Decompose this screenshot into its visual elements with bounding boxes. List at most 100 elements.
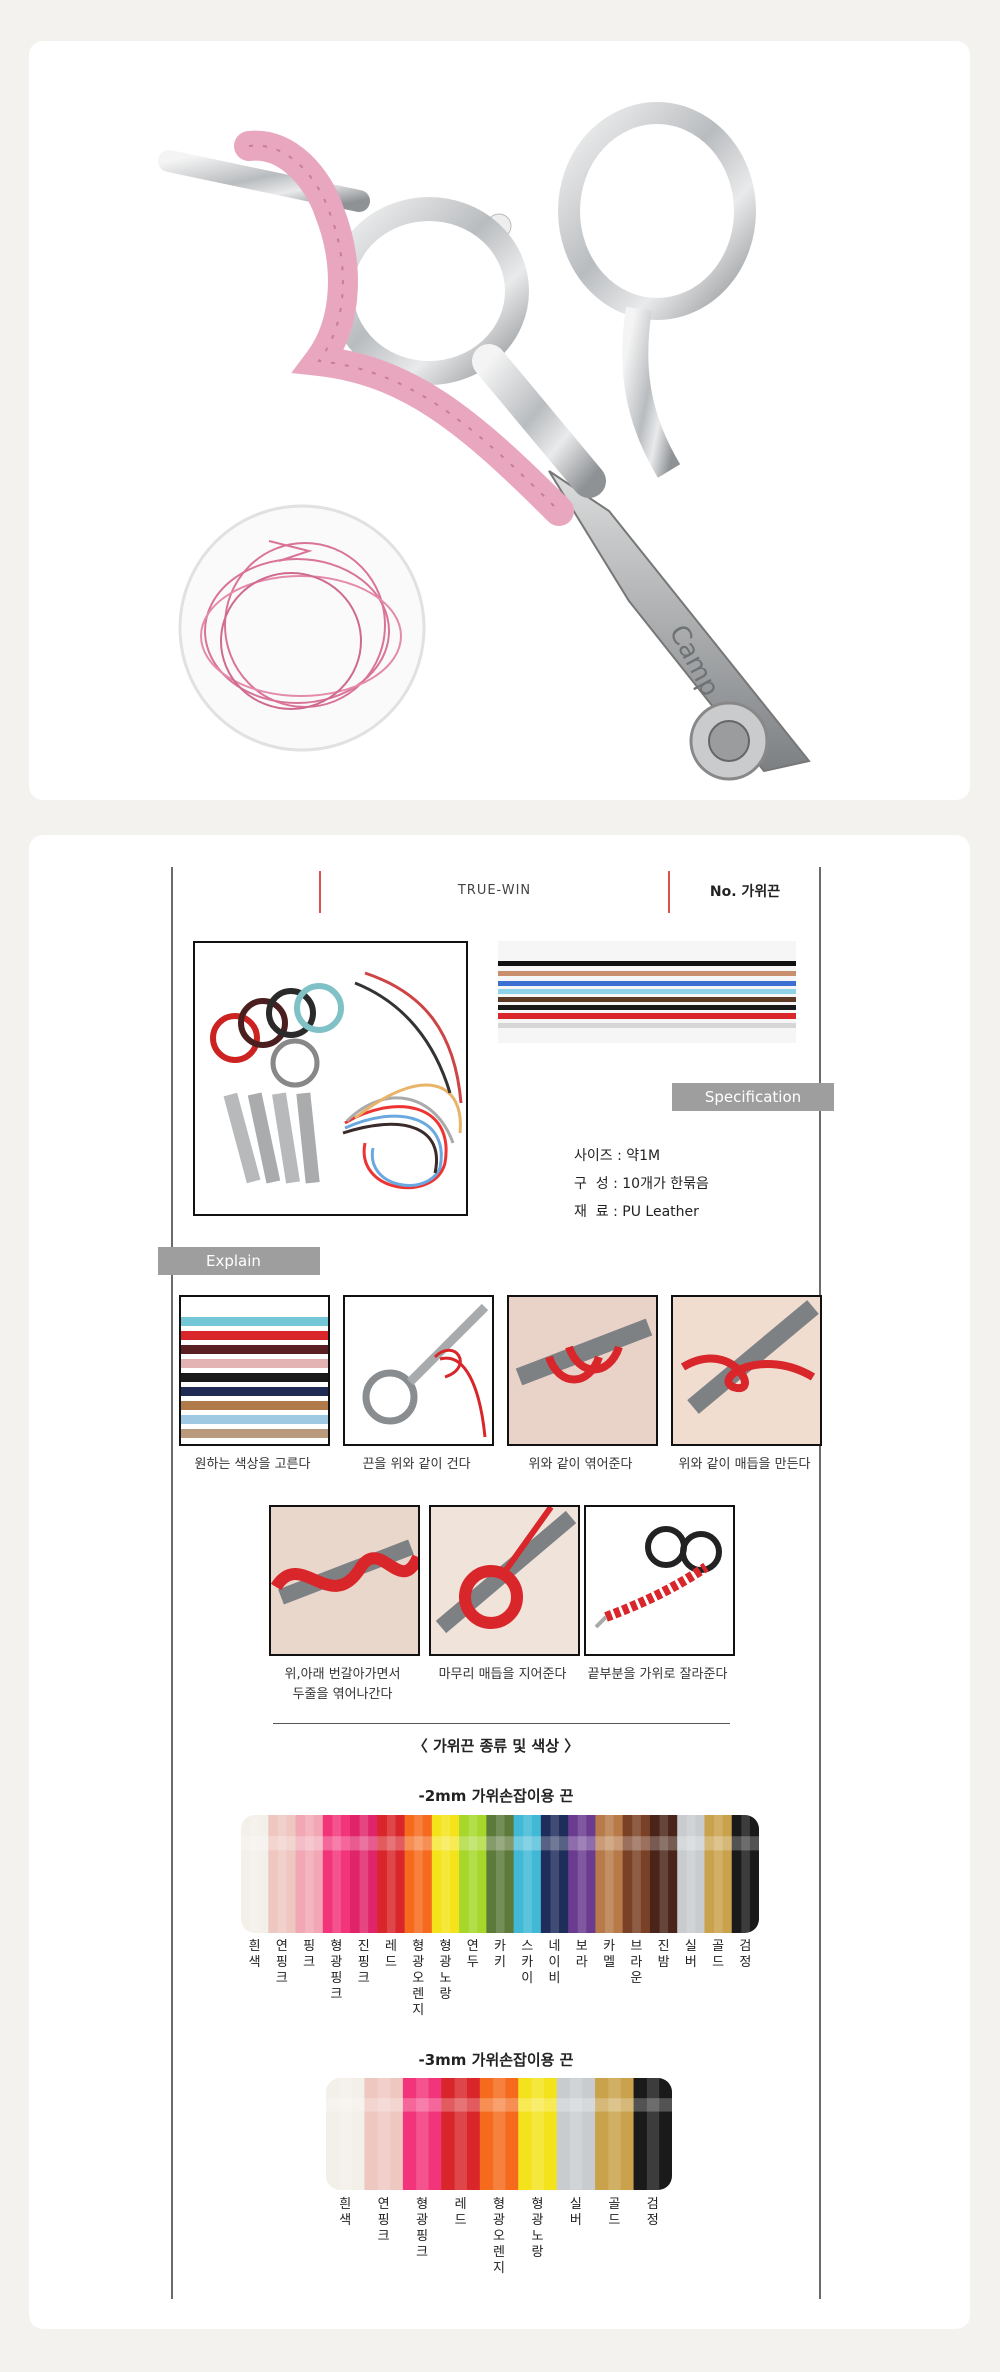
roll-band	[577, 1815, 587, 1933]
roll-band	[477, 1815, 487, 1933]
roll-band	[686, 1815, 696, 1933]
roll-band	[338, 2078, 353, 2190]
step-7-photo	[584, 1505, 735, 1656]
step-5-illustration	[271, 1507, 418, 1654]
color-name: 브라운	[630, 1939, 643, 1986]
mm2-title: -2mm 가위손잡이용 끈	[418, 1787, 574, 1805]
roll-band	[549, 1815, 560, 1933]
roll-band	[620, 2078, 635, 2190]
mm2-color-roll	[241, 1815, 759, 1933]
color-name: 연두	[466, 1939, 479, 1970]
color-name: 형광오렌지	[493, 2197, 505, 2276]
color-name: 골드	[712, 1939, 725, 1970]
roll-band	[505, 2078, 519, 2190]
color-name: 검정	[646, 2197, 659, 2228]
roll-band	[454, 2078, 468, 2190]
color-name: 연핑크	[275, 1939, 288, 1986]
roll-band	[459, 1815, 469, 1933]
roll-band	[556, 2078, 570, 2190]
roll-band	[677, 1815, 687, 1933]
roll-band	[364, 2078, 378, 2190]
roll-band	[740, 1815, 751, 1933]
step-2-photo	[343, 1295, 494, 1446]
step-6-photo	[429, 1505, 580, 1656]
roll-band	[468, 1815, 478, 1933]
color-name: 형광노랑	[439, 1939, 452, 2002]
roll-band	[495, 1815, 506, 1933]
roll-band	[386, 1815, 396, 1933]
roll-band	[749, 1815, 759, 1933]
color-name: 실버	[569, 2197, 582, 2228]
roll-band	[259, 1815, 269, 1933]
step-1-illustration	[181, 1317, 328, 1438]
roll-band	[422, 1815, 433, 1933]
roll-band	[431, 1815, 442, 1933]
roll-band	[350, 1815, 360, 1933]
roll-band	[640, 1815, 651, 1933]
step-1-photo	[179, 1295, 330, 1446]
roll-band	[522, 1815, 533, 1933]
color-name: 연핑크	[377, 2197, 390, 2244]
roll-band	[359, 1815, 369, 1933]
step-4-illustration	[673, 1297, 820, 1444]
step-7-illustration	[594, 1526, 722, 1629]
header-divider-left	[319, 871, 321, 913]
roll-band	[595, 2078, 609, 2190]
roll-band	[404, 1815, 415, 1933]
roll-band	[659, 1815, 669, 1933]
roll-band	[295, 1815, 306, 1933]
color-name: 핑크	[303, 1939, 316, 1970]
cord-strip-photo	[498, 941, 796, 1043]
explain-tag: Explain	[158, 1247, 320, 1275]
roll-band	[543, 2078, 558, 2190]
product-photo	[193, 941, 468, 1216]
roll-band	[722, 1815, 733, 1933]
color-name: 보라	[575, 1939, 588, 1970]
spec-material: 재 료 : PU Leather	[574, 1204, 699, 1220]
roll-band	[428, 2078, 442, 2190]
color-name: 실버	[684, 1939, 697, 1970]
roll-band	[331, 1815, 342, 1933]
roll-band	[390, 2078, 404, 2190]
roll-band	[479, 2078, 494, 2190]
step-6-caption: 마무리 매듭을 지어준다	[438, 1667, 567, 1682]
color-name: 형광노랑	[531, 2197, 544, 2260]
spec-tag: Specification	[672, 1083, 834, 1111]
hero-scissors-illustration: Camp	[158, 102, 811, 781]
color-name: 스카이	[521, 1939, 534, 1986]
roll-band	[268, 1815, 278, 1933]
roll-band	[395, 1815, 406, 1933]
roll-band	[633, 2078, 647, 2190]
step-3-illustration	[509, 1297, 656, 1444]
roll-band	[518, 2078, 532, 2190]
color-name: 흰색	[248, 1939, 261, 1970]
roll-band	[531, 1815, 542, 1933]
step-5-caption: 위,아래 번갈아가면서 두줄을 엮어나간다	[284, 1667, 401, 1702]
step-1-caption: 원하는 색상을 고른다	[194, 1457, 311, 1472]
roll-band	[415, 2078, 430, 2190]
step-5-photo	[269, 1505, 420, 1656]
color-name: 흰색	[339, 2197, 352, 2228]
color-name: 형광핑크	[416, 2197, 429, 2260]
color-name: 카키	[494, 1939, 506, 1970]
roll-band	[326, 2078, 340, 2190]
roll-band	[351, 2078, 365, 2190]
roll-band	[713, 1815, 724, 1933]
roll-band	[413, 1815, 424, 1933]
section-divider	[273, 1723, 730, 1724]
roll-band	[586, 1815, 596, 1933]
roll-band	[604, 1815, 615, 1933]
frame-right-line	[819, 867, 821, 2299]
roll-band	[277, 1815, 287, 1933]
roll-band	[492, 2078, 506, 2190]
step-4-caption: 위와 같이 매듭을 만든다	[678, 1457, 811, 1472]
roll-band	[607, 2078, 622, 2190]
roll-band	[377, 2078, 391, 2190]
roll-band	[731, 1815, 742, 1933]
roll-band	[531, 2078, 545, 2190]
roll-band	[568, 1815, 578, 1933]
roll-band	[377, 1815, 387, 1933]
brand-label: TRUE-WIN	[457, 883, 532, 898]
